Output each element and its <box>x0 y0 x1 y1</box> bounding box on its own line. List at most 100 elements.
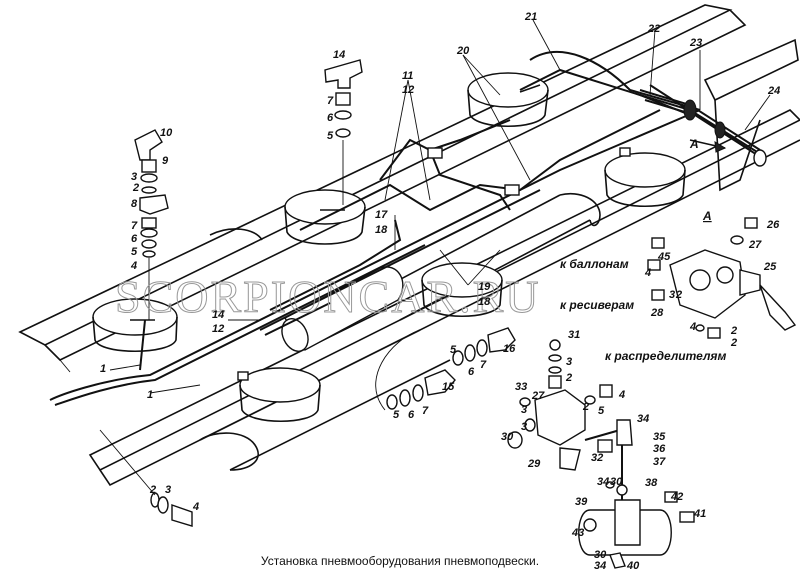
callout-label: 41 <box>693 508 706 520</box>
callout-label: 12 <box>212 323 224 335</box>
callout-label: 7 <box>327 95 334 107</box>
callout-label: 1 <box>147 389 153 401</box>
callout-label: 3 <box>669 289 675 301</box>
callout-label: 25 <box>763 261 777 273</box>
callout-label: 2 <box>730 325 737 337</box>
callout-label: 14 <box>212 309 224 321</box>
callout-label: 3 <box>165 484 171 496</box>
callout-label: 6 <box>408 409 415 421</box>
callout-label: 11 <box>402 70 413 82</box>
callout-label: 45 <box>657 251 671 263</box>
callout-label: 14 <box>333 49 345 61</box>
valve-assembly <box>507 339 626 471</box>
callout-label: 6 <box>468 366 475 378</box>
callout-label: 28 <box>650 307 664 319</box>
callout-label: 40 <box>626 560 640 572</box>
callout-label: 5 <box>131 246 138 258</box>
callout-label: 23 <box>689 37 702 49</box>
callout-label: 29 <box>527 458 541 470</box>
annotation-to-receiver: к ресиверам <box>560 298 634 312</box>
callout-label: 38 <box>645 477 658 489</box>
air-spring-2 <box>239 367 321 423</box>
callout-label: 19 <box>478 281 491 293</box>
callout-label: 32 <box>591 452 603 464</box>
callout-label: 2 <box>565 372 572 384</box>
callout-label: 3 <box>521 404 527 416</box>
leader-lines <box>109 19 771 394</box>
callout-label: 26 <box>766 219 780 231</box>
callout-label: 18 <box>478 296 491 308</box>
exploded-stack-top <box>324 59 363 205</box>
view-arrow-label-a: А <box>689 137 699 151</box>
callout-label: 7 <box>131 220 138 232</box>
callout-label: 7 <box>480 359 487 371</box>
exploded-parts-middle <box>375 327 516 411</box>
callout-label: 4 <box>618 389 625 401</box>
callout-label: 2 <box>132 182 139 194</box>
callout-label: 6 <box>327 112 334 124</box>
callout-label: 34 <box>594 560 606 572</box>
callout-label: 4 <box>689 321 696 333</box>
callout-label: 4 <box>644 267 651 279</box>
callout-label: 2 <box>730 337 737 349</box>
callout-label: 5 <box>450 344 457 356</box>
annotation-to-cylinders: к баллонам <box>560 257 629 271</box>
callout-label: 1 <box>100 363 106 375</box>
air-receiver-tank <box>281 266 404 352</box>
figure-caption: Установка пневмооборудования пневмоподве… <box>260 554 540 568</box>
callout-label: 3 <box>521 421 527 433</box>
callout-label: 7 <box>422 405 429 417</box>
callout-label: 20 <box>456 45 470 57</box>
callout-label: 3 <box>131 171 137 183</box>
callout-label: 2 <box>149 484 156 496</box>
callout-label: 39 <box>575 496 588 508</box>
callout-label: 10 <box>160 127 173 139</box>
callout-label: 16 <box>503 343 516 355</box>
callout-label: 33 <box>515 381 527 393</box>
callout-label: 35 <box>653 431 666 443</box>
callout-label: 27 <box>531 390 545 402</box>
callout-label: 22 <box>647 23 660 35</box>
annotation-to-distributors: к распределителям <box>605 349 726 363</box>
watermark: SCORPIONCAR.RU <box>115 271 541 322</box>
callout-label: 15 <box>442 381 455 393</box>
callout-label: 5 <box>327 130 334 142</box>
callout-label: 2 <box>582 401 589 413</box>
view-arrow-a <box>689 139 727 153</box>
callout-label: 12 <box>402 84 414 96</box>
callout-label: 5 <box>393 409 400 421</box>
callout-label: 6 <box>131 233 138 245</box>
callout-label: 30 <box>594 549 607 561</box>
callout-label: 3 <box>566 356 572 368</box>
callout-label: 36 <box>653 443 666 455</box>
callout-label: 24 <box>767 85 780 97</box>
callout-label: 4 <box>130 260 137 272</box>
lever-rod-assembly <box>578 419 695 569</box>
air-spring-1 <box>92 298 178 352</box>
callout-label: 34 <box>637 413 649 425</box>
callout-label: 31 <box>568 329 580 341</box>
callout-label: 43 <box>571 527 584 539</box>
exploded-stack-left <box>134 129 169 320</box>
callout-label: 17 <box>375 209 388 221</box>
air-spring-3 <box>284 189 366 245</box>
callout-label: 34 <box>597 476 609 488</box>
line-fittings <box>237 147 631 381</box>
callout-label: 9 <box>162 155 169 167</box>
callout-label: 4 <box>192 501 199 513</box>
air-spring-6 <box>604 152 686 208</box>
callout-label: 8 <box>131 198 138 210</box>
callout-label: 30 <box>610 476 623 488</box>
detail-a-valve <box>647 217 797 339</box>
callout-label: 21 <box>524 11 537 23</box>
callout-label: 30 <box>501 431 514 443</box>
callout-label: 37 <box>653 456 666 468</box>
callout-labels: 1 1 2 3 4 5 6 7 8 9 10 14 7 6 5 11 12 20… <box>100 11 780 572</box>
callout-label: 27 <box>748 239 762 251</box>
air-spring-4 <box>421 262 503 318</box>
exploded-parts-bottom-left <box>99 429 193 527</box>
callout-label: 42 <box>670 491 683 503</box>
harness-bundle <box>649 84 767 167</box>
callout-label: 18 <box>375 224 388 236</box>
